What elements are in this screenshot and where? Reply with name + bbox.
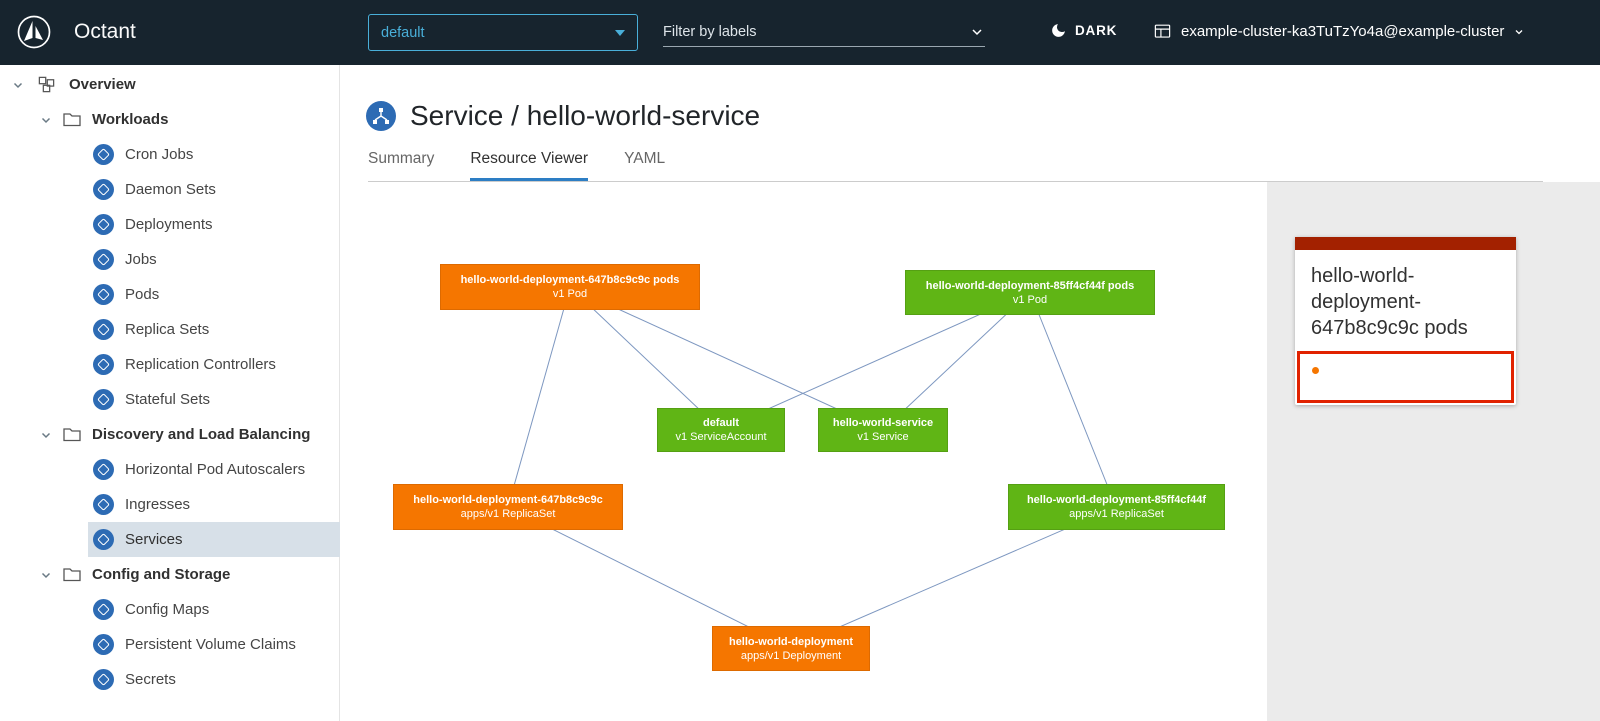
tab-yaml[interactable]: YAML (624, 150, 666, 167)
moon-icon (1050, 22, 1067, 39)
chevron-down-icon[interactable] (40, 429, 52, 441)
sidebar-item-label: Cron Jobs (125, 146, 194, 163)
cluster-icon (1153, 22, 1172, 41)
sidebar-group-label: Workloads (92, 111, 169, 128)
sidebar-group-label: Config and Storage (92, 566, 231, 583)
sidebar-item-label: Config Maps (125, 601, 210, 618)
sidebar-item-pods[interactable]: Pods (0, 277, 339, 312)
sidebar-item-jobs[interactable]: Jobs (0, 242, 339, 277)
sidebar-item-label: Stateful Sets (125, 391, 211, 408)
tab-summary[interactable]: Summary (368, 150, 435, 167)
sidebar-group-discovery-and-load-balancing[interactable]: Discovery and Load Balancing (0, 417, 339, 452)
graph-node-replicaset-647[interactable]: hello-world-deployment-647b8c9c9c apps/v… (393, 484, 623, 530)
chevron-down-icon (1513, 26, 1525, 38)
sidebar-item-services[interactable]: Services (88, 522, 340, 557)
ingresses-icon (93, 494, 114, 515)
replication-controllers-icon (93, 354, 114, 375)
sidebar-item-label: Pods (125, 286, 160, 303)
folder-icon (63, 427, 81, 442)
sidebar-item-stateful-sets[interactable]: Stateful Sets (0, 382, 339, 417)
services-icon (93, 529, 114, 550)
sidebar-group-label: Discovery and Load Balancing (92, 426, 311, 443)
node-status-box (1297, 351, 1514, 403)
chevron-down-icon[interactable] (40, 114, 52, 126)
graph-node-pod-647[interactable]: hello-world-deployment-647b8c9c9c pods v… (440, 264, 700, 310)
labels-filter[interactable] (663, 18, 985, 47)
sidebar-item-label: Replication Controllers (125, 356, 276, 373)
graph-node-pod-85[interactable]: hello-world-deployment-85ff4cf44f pods v… (905, 270, 1155, 315)
tab-resource-viewer[interactable]: Resource Viewer (470, 149, 589, 181)
sidebar-group-config-and-storage[interactable]: Config and Storage (0, 557, 339, 592)
persistent-volume-claims-icon (93, 634, 114, 655)
cluster-name: example-cluster-ka3TuTzYo4a@example-clus… (1181, 23, 1505, 40)
page-title: Service / hello-world-service (410, 100, 761, 131)
sidebar-item-label: Horizontal Pod Autoscalers (125, 461, 306, 478)
folder-icon (63, 112, 81, 127)
warning-status-dot (1312, 367, 1319, 374)
chevron-down-icon[interactable] (969, 24, 985, 40)
theme-toggle-button[interactable]: DARK (1050, 22, 1117, 39)
app-title: Octant (74, 20, 136, 43)
app-header: Octant default DARK example-cluster-ka3T… (0, 0, 1600, 65)
tab-divider (368, 181, 1543, 182)
sidebar-item-replication-controllers[interactable]: Replication Controllers (0, 347, 339, 382)
cluster-selector[interactable]: example-cluster-ka3TuTzYo4a@example-clus… (1153, 22, 1525, 41)
sidebar-item-persistent-volume-claims[interactable]: Persistent Volume Claims (0, 627, 339, 662)
cron-jobs-icon (93, 144, 114, 165)
sidebar-item-secrets[interactable]: Secrets (0, 662, 339, 697)
replica-sets-icon (93, 319, 114, 340)
deployments-icon (93, 214, 114, 235)
theme-toggle-label: DARK (1075, 23, 1118, 38)
sidebar-item-label: Persistent Volume Claims (125, 636, 296, 653)
sidebar-item-config-maps[interactable]: Config Maps (0, 592, 339, 627)
chevron-down-icon (615, 29, 625, 36)
horizontal-pod-autoscalers-icon (93, 459, 114, 480)
overview-icon (37, 75, 56, 94)
pods-icon (93, 284, 114, 305)
namespace-selector[interactable]: default (368, 14, 638, 51)
service-resource-icon (366, 101, 396, 131)
sidebar-item-label: Deployments (125, 216, 213, 233)
graph-node-service[interactable]: hello-world-service v1 Service (818, 408, 948, 452)
sidebar-item-overview[interactable]: Overview (0, 67, 339, 102)
card-accent-bar (1295, 237, 1516, 250)
page-title-row: Service / hello-world-service (366, 100, 760, 132)
graph-node-replicaset-85[interactable]: hello-world-deployment-85ff4cf44f apps/v… (1008, 484, 1225, 530)
sidebar-item-label: Daemon Sets (125, 181, 216, 198)
sidebar-item-ingresses[interactable]: Ingresses (0, 487, 339, 522)
chevron-down-icon[interactable] (12, 79, 24, 91)
labels-filter-input[interactable] (663, 24, 969, 40)
config-maps-icon (93, 599, 114, 620)
folder-icon (63, 567, 81, 582)
sidebar-item-daemon-sets[interactable]: Daemon Sets (0, 172, 339, 207)
sidebar: Overview Workloads Cron Jobs Daemon Sets… (0, 65, 340, 721)
sidebar-item-cron-jobs[interactable]: Cron Jobs (0, 137, 339, 172)
sidebar-item-label: Replica Sets (125, 321, 210, 338)
sidebar-group-workloads[interactable]: Workloads (0, 102, 339, 137)
tab-bar: Summary Resource Viewer YAML (368, 149, 665, 181)
stateful-sets-icon (93, 389, 114, 410)
sidebar-item-label: Services (125, 531, 183, 548)
secrets-icon (93, 669, 114, 690)
node-detail-panel: hello-world-deployment-647b8c9c9c pods (1267, 182, 1600, 721)
namespace-selected-value: default (381, 24, 425, 41)
sidebar-item-replica-sets[interactable]: Replica Sets (0, 312, 339, 347)
graph-node-serviceaccount-default[interactable]: default v1 ServiceAccount (657, 408, 785, 452)
resource-viewer-graph: hello-world-deployment-647b8c9c9c pods v… (340, 182, 1267, 721)
daemon-sets-icon (93, 179, 114, 200)
graph-node-deployment[interactable]: hello-world-deployment apps/v1 Deploymen… (712, 626, 870, 671)
sidebar-item-label: Jobs (125, 251, 157, 268)
octant-logo-icon (16, 14, 52, 50)
sidebar-item-horizontal-pod-autoscalers[interactable]: Horizontal Pod Autoscalers (0, 452, 339, 487)
node-detail-card: hello-world-deployment-647b8c9c9c pods (1295, 237, 1516, 405)
sidebar-item-deployments[interactable]: Deployments (0, 207, 339, 242)
chevron-down-icon[interactable] (40, 569, 52, 581)
sidebar-item-label: Secrets (125, 671, 176, 688)
graph-edges (507, 286, 1117, 649)
sidebar-item-label: Overview (69, 76, 136, 93)
node-detail-title: hello-world-deployment-647b8c9c9c pods (1311, 265, 1468, 339)
sidebar-item-label: Ingresses (125, 496, 191, 513)
jobs-icon (93, 249, 114, 270)
